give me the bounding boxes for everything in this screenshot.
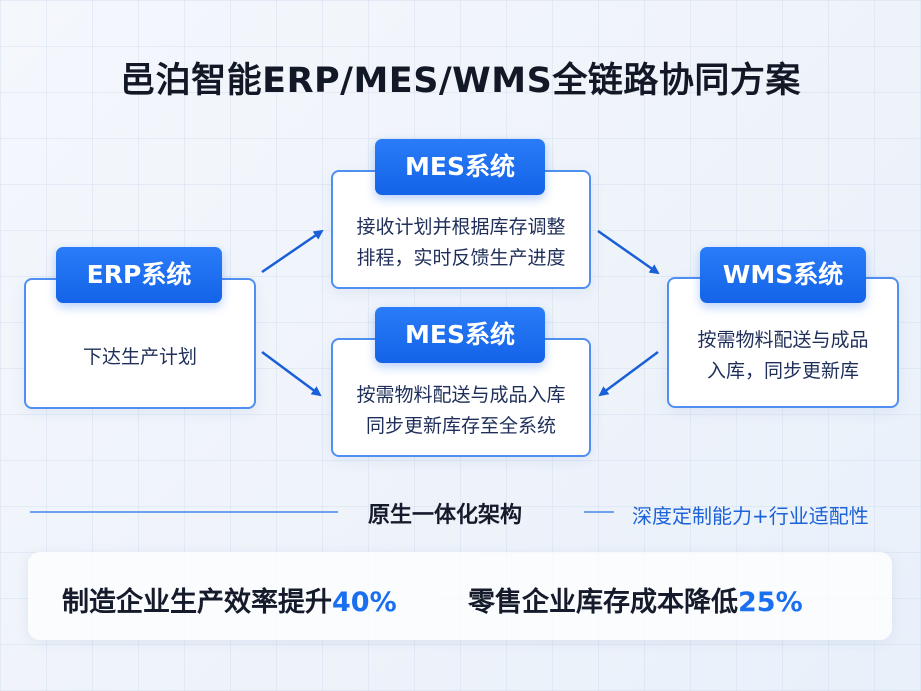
stat-manufacturing-value: 40% [332, 587, 397, 618]
feature-label: 深度定制能力+行业适配性 [632, 504, 869, 528]
wms-line2: 入库，同步更新库 [706, 360, 859, 382]
stat-retail-text: 零售企业库存成本降低 [468, 587, 738, 618]
erp-description: 下达生产计划 [82, 346, 197, 368]
erp-label: ERP系统 [56, 247, 222, 303]
arrow-erp-to-mes-bottom [261, 350, 322, 397]
arrow-erp-to-mes-top [261, 229, 324, 274]
divider-left [30, 511, 338, 513]
stat-manufacturing-text: 制造企业生产效率提升 [62, 587, 332, 618]
stat-retail: 零售企业库存成本降低25% [468, 580, 803, 619]
mes-top-line2: 排程，实时反馈生产进度 [356, 247, 566, 269]
page-title: 邑泊智能ERP/MES/WMS全链路协同方案 [120, 61, 801, 101]
mes-bottom-label: MES系统 [375, 307, 545, 363]
divider-right [584, 511, 614, 513]
arrow-wms-to-mes-bottom [598, 350, 659, 397]
mes-top-line1: 接收计划并根据库存调整 [356, 216, 566, 238]
mes-bottom-card: 按需物料配送与成品入库 同步更新库存至全系统 [331, 338, 591, 457]
stat-manufacturing: 制造企业生产效率提升40% [62, 580, 397, 619]
stats-panel [28, 552, 892, 640]
mes-bottom-line1: 按需物料配送与成品入库 [356, 384, 566, 406]
wms-label: WMS系统 [700, 247, 866, 303]
architecture-label: 原生一体化架构 [368, 503, 523, 528]
mes-top-label: MES系统 [375, 139, 545, 195]
mes-bottom-line2: 同步更新库存至全系统 [365, 415, 556, 437]
stat-retail-value: 25% [738, 587, 803, 618]
wms-line1: 按需物料配送与成品 [697, 329, 869, 351]
arrow-mes-top-to-wms [597, 229, 660, 275]
